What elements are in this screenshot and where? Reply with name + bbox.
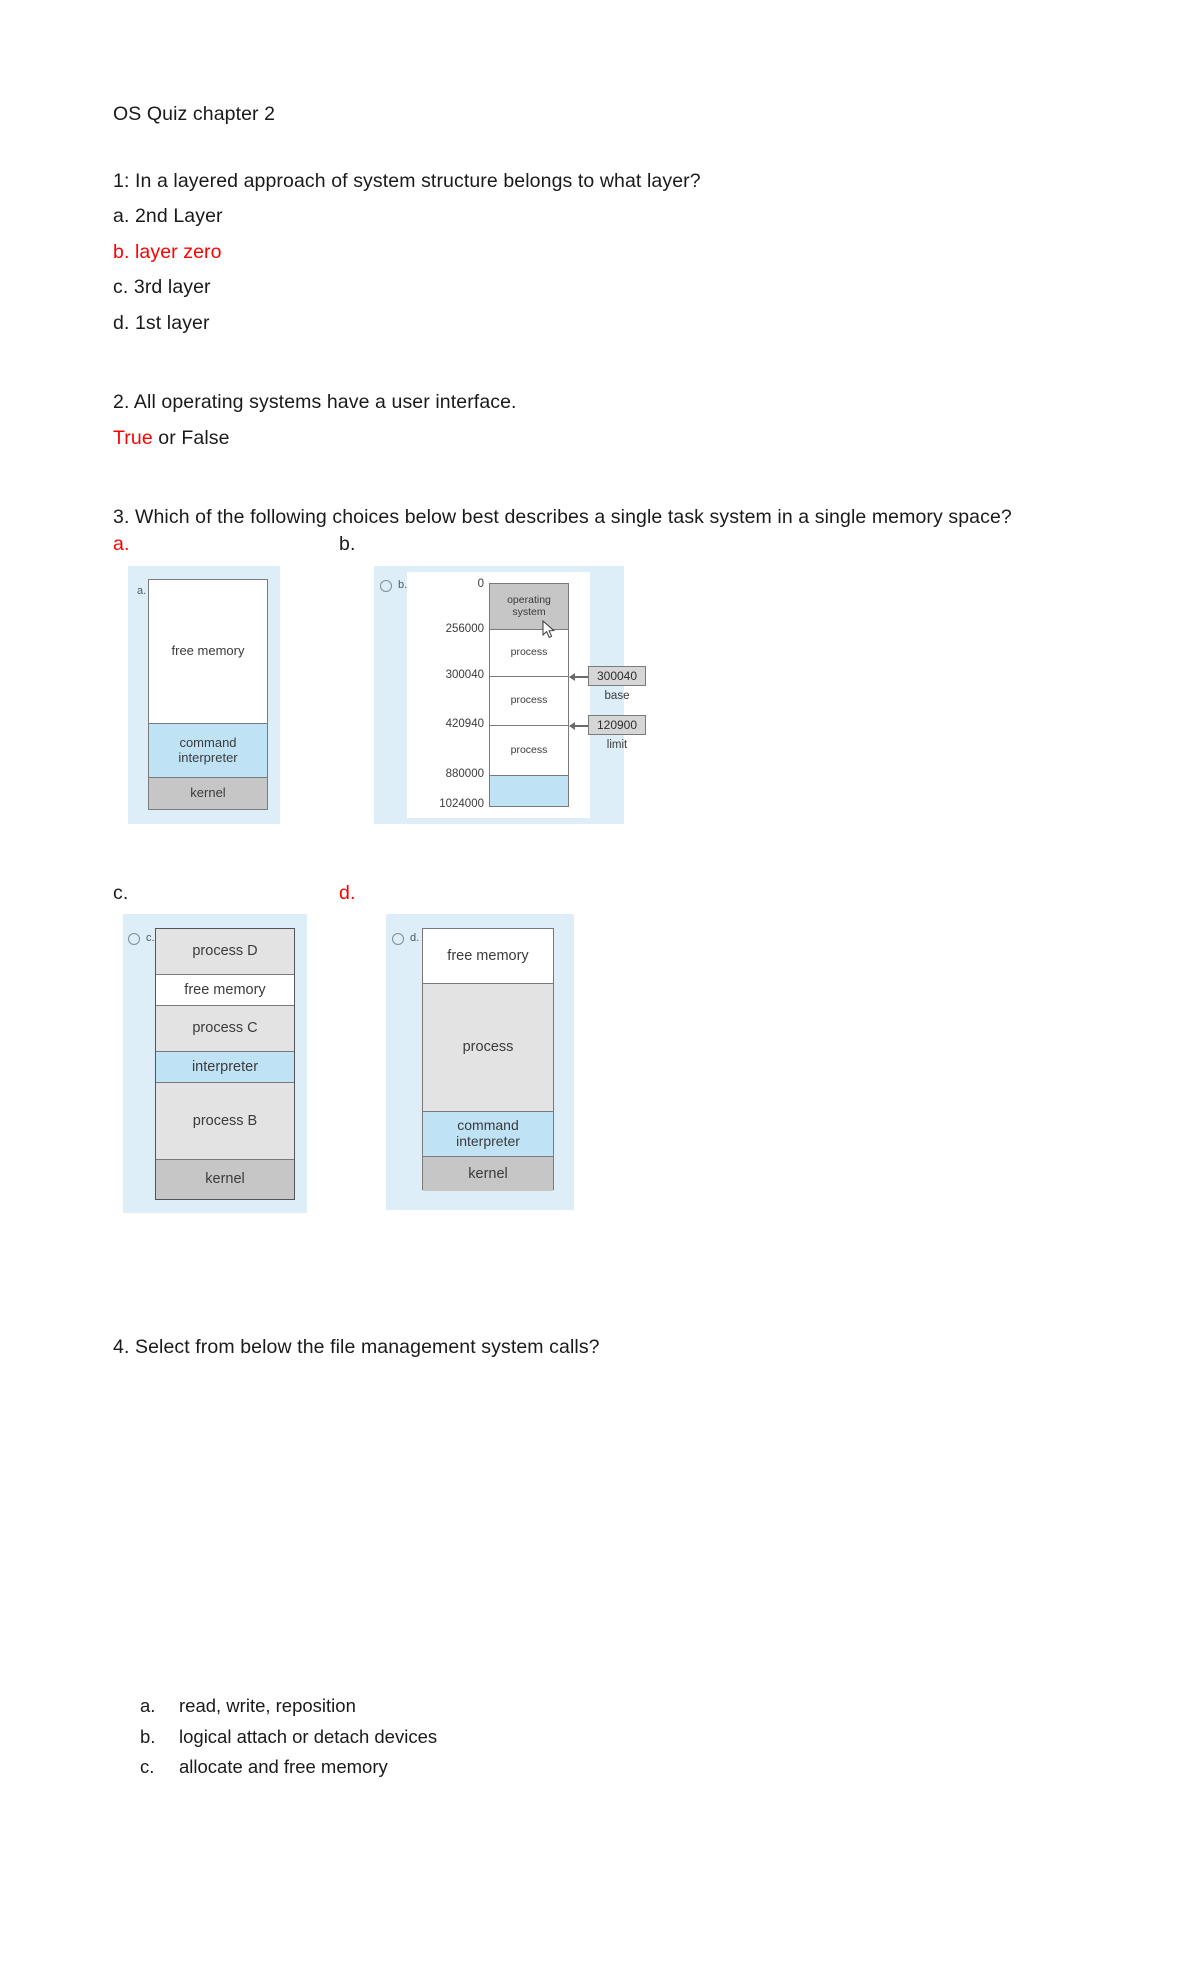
figure-b-address-300040: 300040	[445, 669, 484, 681]
question-1-option-c[interactable]: c. 3rd layer	[113, 276, 211, 298]
figure-d-inline-label: d.	[410, 932, 420, 944]
spacer-1	[113, 333, 1093, 377]
question-3-marker-c[interactable]: c.	[113, 882, 129, 904]
question-4-option-a-text: read, write, reposition	[179, 1695, 356, 1716]
question-1-prompt: 1: In a layered approach of system struc…	[113, 169, 701, 192]
question-4-option-c-text: allocate and free memory	[179, 1756, 388, 1777]
question-4-option-c-marker: c.	[140, 1756, 155, 1777]
figure-b-cell-operating-system: operating system	[490, 584, 568, 630]
figure-b-cell-free-block	[490, 776, 568, 806]
figure-d-cell-free-memory: free memory	[423, 929, 553, 984]
figure-c-inline-label: c.	[146, 932, 155, 944]
question-4-option-b[interactable]: b. logical attach or detach devices	[140, 1725, 840, 1747]
figure-b-inline-label: b.	[398, 579, 408, 591]
question-4-option-list: a. read, write, reposition b. logical at…	[140, 1695, 840, 1789]
figure-b-address-420940: 420940	[445, 718, 484, 730]
figure-b-address-256000: 256000	[445, 623, 484, 635]
figure-b-limit-value: 120900	[588, 715, 646, 735]
figure-b-address-880000: 880000	[445, 768, 484, 780]
figure-b-address-1024000: 1024000	[439, 798, 484, 810]
figure-a[interactable]: a. free memory command interpreter kerne…	[128, 566, 280, 824]
figure-b-base-arrow-icon	[569, 673, 590, 680]
page-title: OS Quiz chapter 2	[113, 103, 276, 125]
question-4-option-b-marker: b.	[140, 1725, 156, 1747]
figure-c[interactable]: c. process D free memory process C inter…	[123, 914, 307, 1213]
figure-d-cell-command-interpreter: command interpreter	[423, 1112, 553, 1157]
figure-b-base-caption: base	[604, 690, 630, 702]
figure-a-cell-command-interpreter: command interpreter	[149, 724, 267, 778]
figure-a-memory-column: free memory command interpreter kernel	[148, 579, 268, 810]
figure-c-cell-process-b: process B	[156, 1083, 294, 1160]
question-1-option-d[interactable]: d. 1st layer	[113, 311, 210, 334]
figure-c-cell-process-d: process D	[156, 929, 294, 975]
figure-c-cell-kernel: kernel	[156, 1160, 294, 1199]
mouse-pointer-icon	[542, 620, 556, 639]
question-2-prompt: 2. All operating systems have a user int…	[113, 391, 517, 413]
question-2-answer-separator: or	[152, 426, 182, 449]
figure-b-base-value: 300040	[588, 666, 646, 686]
question-1-option-b[interactable]: b. layer zero	[113, 240, 222, 263]
figure-a-cell-kernel: kernel	[149, 778, 267, 809]
question-4-option-b-text: logical attach or detach devices	[179, 1725, 438, 1747]
figure-c-cell-free-memory: free memory	[156, 975, 294, 1006]
question-3-marker-b[interactable]: b.	[339, 533, 356, 555]
question-4-option-a[interactable]: a. read, write, reposition	[140, 1695, 840, 1716]
figure-b-radio-icon[interactable]	[380, 580, 392, 592]
question-2-answer-row: True or False	[113, 426, 1093, 449]
figure-d-cell-kernel: kernel	[423, 1157, 553, 1191]
document-body: OS Quiz chapter 2 1: In a layered approa…	[113, 103, 1093, 528]
figure-c-memory-column: process D free memory process C interpre…	[155, 928, 295, 1200]
figure-a-cell-free-memory: free memory	[149, 580, 267, 724]
figure-b-cell-process-1: process	[490, 630, 568, 677]
figure-c-radio-icon[interactable]	[128, 933, 140, 945]
figure-b[interactable]: b. 0 256000 300040 420940 880000 1024000…	[374, 566, 646, 824]
figure-b-cell-process-2: process	[490, 677, 568, 726]
question-3-prompt: 3. Which of the following choices below …	[113, 506, 1012, 528]
figure-c-cell-process-c: process C	[156, 1006, 294, 1052]
question-4-option-a-marker: a.	[140, 1695, 156, 1716]
question-2-answer-true[interactable]: True	[113, 426, 153, 449]
figure-d-memory-column: free memory process command interpreter …	[422, 928, 554, 1191]
question-3-marker-a[interactable]: a.	[113, 533, 130, 555]
question-3-marker-d[interactable]: d.	[339, 882, 356, 904]
figure-c-cell-interpreter: interpreter	[156, 1052, 294, 1083]
figure-b-cell-process-3: process	[490, 726, 568, 776]
spacer-2	[113, 448, 1093, 492]
figure-b-memory-column: operating system process process process	[489, 583, 569, 807]
question-4-prompt: 4. Select from below the file management…	[113, 1336, 600, 1358]
figure-b-limit-arrow-icon	[569, 722, 590, 729]
figure-a-inline-label: a.	[137, 585, 147, 597]
figure-d[interactable]: d. free memory process command interpret…	[386, 914, 574, 1210]
figure-b-address-0: 0	[477, 578, 484, 590]
figure-b-limit-caption: limit	[606, 739, 628, 751]
question-2-answer-false[interactable]: False	[181, 426, 230, 449]
figure-d-radio-icon[interactable]	[392, 933, 404, 945]
question-4-option-c[interactable]: c. allocate and free memory	[140, 1756, 840, 1777]
figure-d-cell-process: process	[423, 984, 553, 1112]
question-1-option-a[interactable]: a. 2nd Layer	[113, 205, 223, 227]
